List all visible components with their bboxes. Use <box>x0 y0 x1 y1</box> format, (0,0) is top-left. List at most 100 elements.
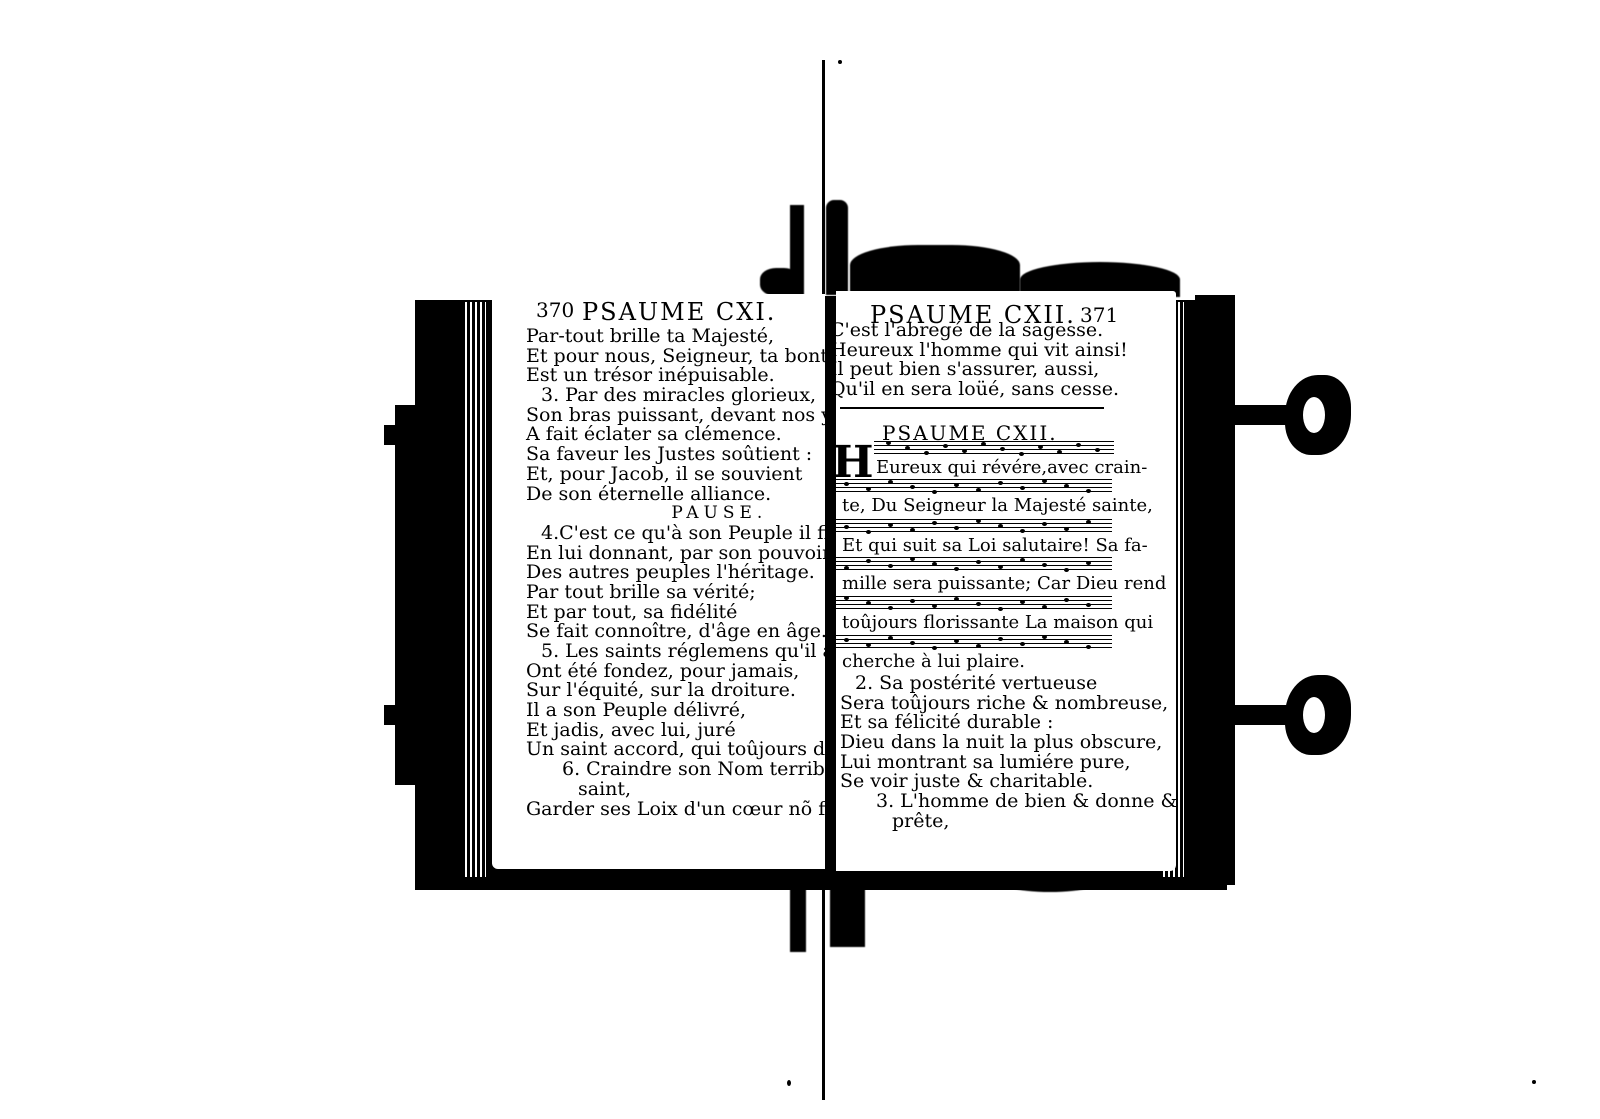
text-line: Se voir juste & charitable. <box>840 770 1094 793</box>
text-line: En lui donnant, par son pouvoir, <box>526 541 836 564</box>
music-note <box>954 567 959 571</box>
text-line: 6. Craindre son Nom terrible & <box>562 758 866 781</box>
text-line: Est un trésor inépuisable. <box>526 364 775 387</box>
scan-smudge <box>850 245 1020 295</box>
text-line: 5. Les saints réglemens qu'il a fait. <box>541 640 879 662</box>
music-note <box>844 525 849 529</box>
music-note <box>954 639 959 643</box>
book-cover-right-edge <box>1195 295 1235 885</box>
music-note <box>866 530 871 534</box>
text-line: 3. Par des miracles glorieux, <box>541 384 817 407</box>
music-staff <box>874 441 1114 457</box>
music-note <box>1042 605 1047 609</box>
music-note <box>932 562 937 566</box>
music-lyric-line: te, Du Seigneur la Majesté sainte, <box>842 495 1153 516</box>
music-note <box>888 636 893 640</box>
section-rule <box>840 407 1104 409</box>
music-note <box>1020 600 1025 604</box>
music-note <box>932 604 937 608</box>
music-note <box>844 566 849 570</box>
text-line: PAUSE. <box>671 503 768 524</box>
music-note <box>910 641 915 645</box>
text-line: saint, <box>578 777 632 800</box>
text-line: Il peut bien s'assurer, aussi, <box>830 358 1100 381</box>
music-note <box>1086 561 1091 565</box>
music-staff <box>832 519 1112 535</box>
music-note <box>1086 603 1091 607</box>
music-note <box>1019 452 1024 456</box>
scan-speck <box>838 60 842 64</box>
music-lyric-line: Eureux qui révére,avec crain- <box>876 457 1148 478</box>
music-note <box>998 637 1003 641</box>
text-line: Dieu dans la nuit la plus obscure, <box>840 731 1163 754</box>
music-note <box>954 597 959 601</box>
right-page: PSAUME CXII. 371 C'est l'abregé de la sa… <box>830 291 1178 871</box>
scan-smudge <box>760 268 800 296</box>
music-note <box>976 488 981 492</box>
music-note <box>844 596 849 600</box>
music-staff <box>832 635 1112 651</box>
music-note <box>1064 484 1069 488</box>
music-note <box>844 638 849 642</box>
music-note <box>1042 479 1047 483</box>
music-note <box>998 565 1003 569</box>
music-note <box>1086 645 1091 649</box>
book-clasp-top <box>1225 365 1355 465</box>
left-page: 370 PSAUME CXI. Par-tout brille ta Majes… <box>492 294 885 869</box>
book-gutter <box>825 296 836 871</box>
book-clasp-bottom <box>1225 665 1355 765</box>
music-note <box>976 519 981 523</box>
music-note <box>976 602 981 606</box>
text-line: Son bras puissant, devant nos yeux, <box>526 403 873 426</box>
text-line: Lui montrant sa lumiére pure, <box>840 750 1131 773</box>
text-line: Et jadis, avec lui, juré <box>526 718 736 741</box>
text-line: Se fait connoître, d'âge en âge. <box>526 620 827 643</box>
music-note <box>932 521 937 525</box>
music-note <box>1064 527 1069 531</box>
music-note <box>976 560 981 564</box>
music-note <box>1076 443 1081 447</box>
music-note <box>998 607 1003 611</box>
text-line: Et par tout, sa fidélité <box>526 600 738 623</box>
scan-speck <box>787 1080 791 1086</box>
page-number: 370 <box>536 298 575 322</box>
music-note <box>998 481 1003 485</box>
text-line: Ont été fondez, pour jamais, <box>526 659 800 682</box>
text-line: Qu'il en sera loüé, sans cesse. <box>830 378 1120 401</box>
text-line: Sa faveur les Justes soûtient : <box>526 443 813 466</box>
text-line: 3. L'homme de bien & donne & <box>876 790 1178 813</box>
text-line: 2. Sa postérité vertueuse <box>855 672 1098 694</box>
text-line: A fait éclater sa clémence. <box>526 423 782 446</box>
running-head: PSAUME CXII. <box>870 301 1076 329</box>
text-line: Des autres peuples l'héritage. <box>526 561 815 584</box>
music-note <box>866 643 871 647</box>
music-staff <box>832 596 1112 612</box>
text-line: Sera toûjours riche & nombreuse, <box>840 691 1169 714</box>
music-note <box>932 490 937 494</box>
music-note <box>1020 529 1025 533</box>
text-line: Et, pour Jacob, il se souvient <box>526 462 803 485</box>
page-edges-left <box>462 302 486 877</box>
music-note <box>954 526 959 530</box>
music-note <box>1064 640 1069 644</box>
music-note <box>1064 598 1069 602</box>
music-staff <box>832 557 1112 573</box>
text-line: Il a son Peuple délivré, <box>526 699 747 722</box>
drop-cap: H <box>832 437 874 488</box>
music-note <box>866 487 871 491</box>
left-page-text: Par-tout brille ta Majesté,Et pour nous,… <box>526 326 885 819</box>
text-line: Et pour nous, Seigneur, ta bonté <box>526 344 840 367</box>
music-lyric-line: cherche à lui plaire. <box>842 651 1026 672</box>
music-note <box>1020 486 1025 490</box>
music-note <box>886 441 891 445</box>
music-note <box>910 528 915 532</box>
music-note <box>910 599 915 603</box>
music-note <box>910 557 915 561</box>
music-note <box>1042 635 1047 639</box>
music-note <box>844 482 849 486</box>
music-lyric-line: toûjours florissante La maison qui <box>842 612 1154 633</box>
music-note <box>866 559 871 563</box>
music-note <box>1086 489 1091 493</box>
text-line: C'est l'abregé de la sagesse. <box>830 319 1104 341</box>
